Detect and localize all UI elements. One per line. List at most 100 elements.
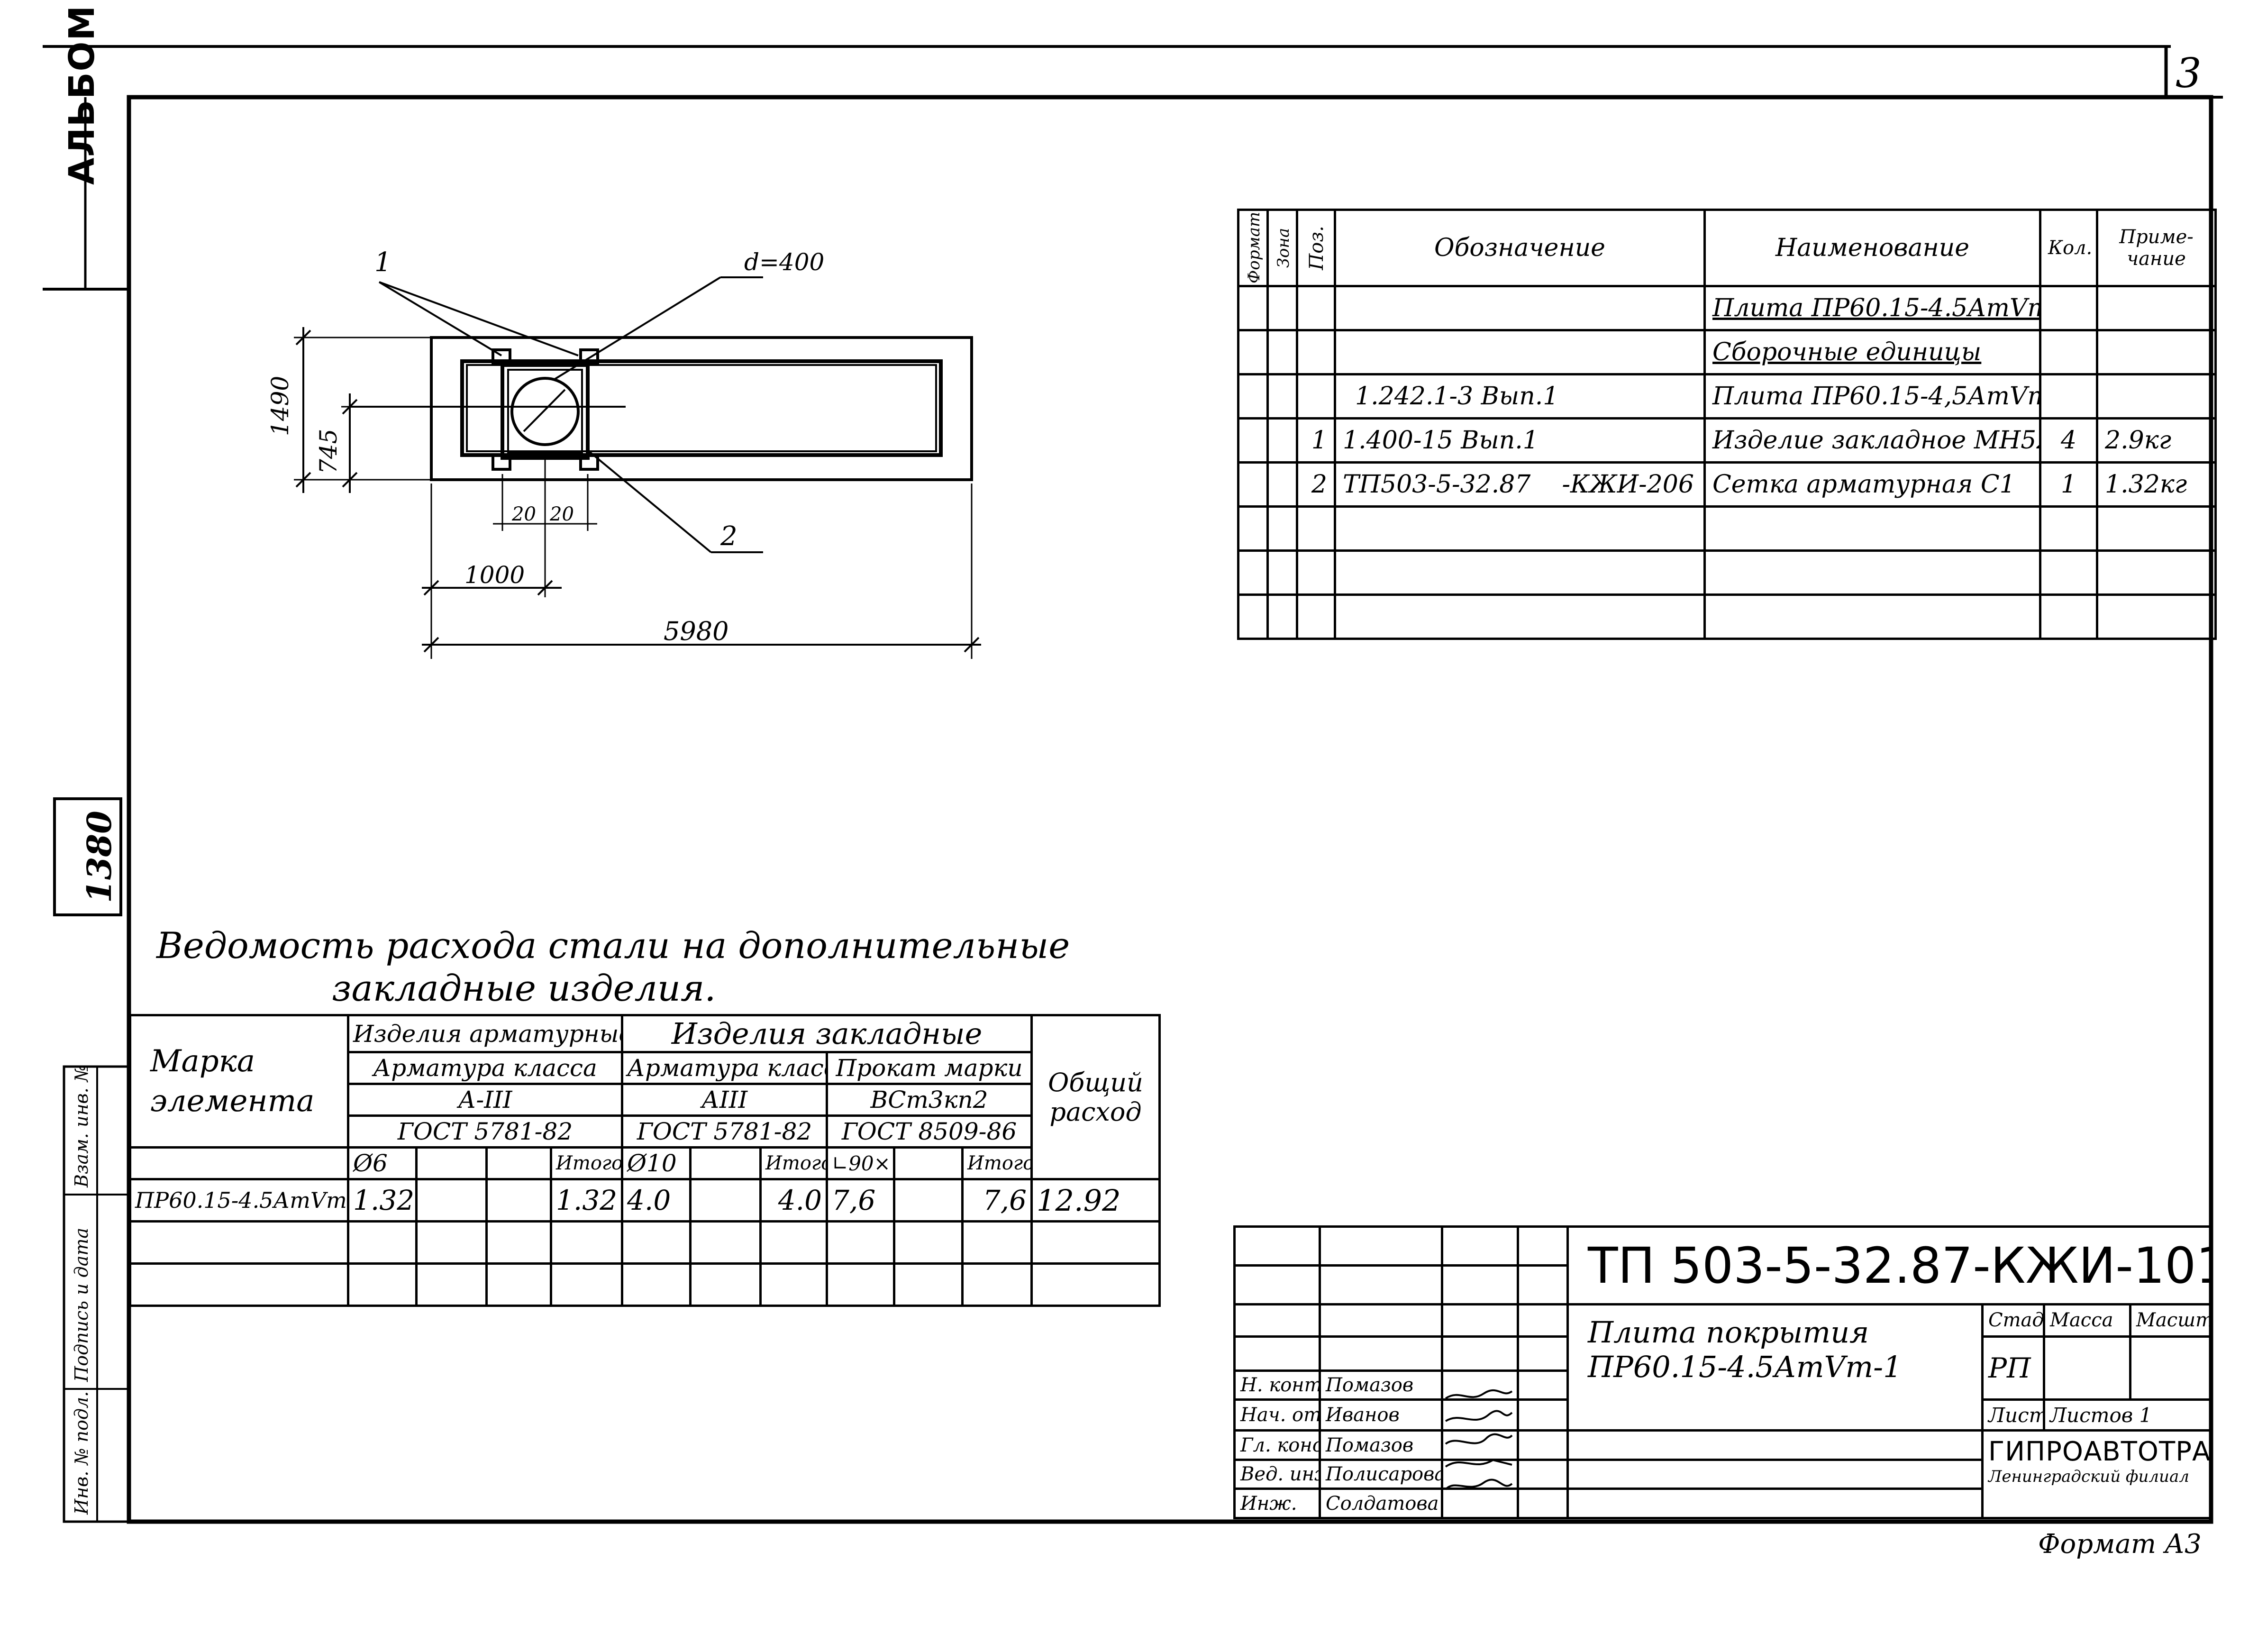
inventory-number: 1380 xyxy=(80,811,119,903)
steel-header-gost-3: ГОСТ 8509-86 xyxy=(826,1114,1033,1149)
spec-header-zone: Зона xyxy=(1266,209,1298,287)
steel-header-class-2: Арматура класса xyxy=(621,1051,829,1085)
slab-outline xyxy=(430,336,973,481)
steel-cell xyxy=(415,1178,488,1223)
organization-branch: Ленинградский филиал xyxy=(1988,1467,2189,1487)
drawing-title-2: ПР60.15-4.5АтⅤт-1 xyxy=(1588,1350,1902,1384)
stamp-role: Гл. констр. xyxy=(1233,1429,1321,1461)
steel-header-mark: Марка элемента xyxy=(129,1014,349,1149)
spec-cell-name: Сборочные единицы xyxy=(1703,329,2041,375)
stamp-name: Иванов xyxy=(1319,1398,1443,1432)
steel-cell: 7,6 xyxy=(961,1178,1033,1223)
spec-row: Плита ПР60.15-4.5АтⅤт-1 xyxy=(1237,285,2217,331)
leader-label-2: 2 xyxy=(720,521,737,552)
sheet-label: Лист 1 xyxy=(1981,1398,2045,1432)
stamp-name: Помазов xyxy=(1319,1429,1443,1461)
stamp-name: Солдатова xyxy=(1319,1488,1443,1519)
spec-cell-qty xyxy=(2039,373,2098,420)
drawing-code: ТП 503-5-32.87-КЖИ-101 xyxy=(1566,1225,2212,1305)
embedded-plate-1 xyxy=(492,348,511,365)
spec-header-note: Приме-чание xyxy=(2096,209,2217,287)
side-stamp-label-2: Подпись и дата xyxy=(71,1227,92,1382)
steel-data-row: ПР60.15-4.5АтⅤт-1 1.32 1.32 4.0 4.0 7,6 … xyxy=(129,1178,1161,1223)
mass-label: Масса xyxy=(2043,1303,2131,1338)
dim-1000: 1000 xyxy=(464,561,525,589)
spec-row xyxy=(1237,549,2217,596)
spec-cell-qty: 4 xyxy=(2039,417,2098,464)
stamp-name: Помазов xyxy=(1319,1369,1443,1401)
spec-cell-note: 1.32кг xyxy=(2096,461,2217,508)
steel-sub-header: Итого xyxy=(759,1146,829,1180)
steel-cell: 4.0 xyxy=(759,1178,829,1223)
spec-row: 1 1.400-15 Вып.1 Изделие закладное МН526… xyxy=(1237,417,2217,464)
steel-cell: 7,6 xyxy=(826,1178,896,1223)
organization-name: ГИПРОАВТОТРАНС xyxy=(1988,1436,2211,1468)
spec-cell-note xyxy=(2096,373,2217,420)
spec-cell-note xyxy=(2096,285,2217,331)
title-block: ТП 503-5-32.87-КЖИ-101 Плита покрытия ПР… xyxy=(1233,1225,2212,1519)
steel-sub-header: Ø10 xyxy=(621,1146,692,1180)
steel-sub-header xyxy=(893,1146,964,1180)
spec-cell-name: Плита ПР60.15-4,5АтⅤт xyxy=(1703,373,2041,420)
slab-inner-outline xyxy=(460,359,943,457)
spec-cell-designation: ТП503-5-32.87 -КЖИ-206 xyxy=(1334,461,1706,508)
steel-sub-header xyxy=(485,1146,552,1180)
spec-row: 2 ТП503-5-32.87 -КЖИ-206 Сетка арматурна… xyxy=(1237,461,2217,508)
steel-sub-header: Ø6 xyxy=(347,1146,418,1180)
opening-circle xyxy=(510,377,580,446)
steel-header-class-1: Арматура класса xyxy=(346,1051,624,1085)
spec-cell-note xyxy=(2096,329,2217,375)
spec-row: Сборочные единицы xyxy=(1237,329,2217,375)
dim-1490: 1490 xyxy=(266,376,294,436)
spec-cell-designation xyxy=(1334,285,1706,331)
spec-cell-pos: 1 xyxy=(1296,417,1336,464)
spec-header-format: Формат xyxy=(1237,209,1269,287)
steel-cell xyxy=(893,1178,964,1223)
stamp-role: Инж. xyxy=(1233,1488,1321,1519)
spec-cell-pos: 2 xyxy=(1296,461,1336,508)
signatures xyxy=(1445,1389,1513,1490)
sheet-number: 3 xyxy=(2176,50,2202,97)
steel-statement-title-1: Ведомость расхода стали на дополнительны… xyxy=(156,924,1070,967)
mesh-frame xyxy=(501,363,590,460)
steel-header-grade-3: ВСт3кп2 xyxy=(826,1083,1033,1117)
dim-20-a: 20 xyxy=(511,503,536,525)
steel-sub-header xyxy=(689,1146,762,1180)
side-stamp-label-1: Инв. № подл. xyxy=(71,1391,92,1515)
steel-statement-title-2: закладные изделия. xyxy=(332,967,716,1009)
spec-cell-name: Плита ПР60.15-4.5АтⅤт-1 xyxy=(1703,285,2041,331)
embedded-plate-2 xyxy=(579,348,599,365)
steel-cell: 4.0 xyxy=(621,1178,692,1223)
spec-row xyxy=(1237,593,2217,640)
embedded-plate-3 xyxy=(492,454,511,471)
spec-row: 1.242.1-3 Вып.1 Плита ПР60.15-4,5АтⅤт xyxy=(1237,373,2217,420)
spec-cell-name: Изделие закладное МН526 xyxy=(1703,417,2041,464)
spec-header-qty: Кол. xyxy=(2039,209,2098,287)
steel-sub-header: ∟90×7 xyxy=(826,1146,896,1180)
steel-cell-mark: ПР60.15-4.5АтⅤт-1 xyxy=(129,1178,349,1223)
steel-header-grade-1: А-III xyxy=(346,1083,624,1117)
spec-cell-name: Сетка арматурная С1 xyxy=(1703,461,2041,508)
dim-745: 745 xyxy=(315,429,342,474)
specification-table: Формат Зона Поз. Обозначение Наименовани… xyxy=(1237,209,2217,640)
dim-20-b: 20 xyxy=(549,503,574,525)
steel-header-total: Общий расход xyxy=(1030,1014,1161,1180)
steel-header-grade-2: АIII xyxy=(621,1083,829,1117)
spec-cell-pos xyxy=(1296,373,1336,420)
steel-header-class-3: Прокат марки xyxy=(826,1051,1033,1085)
spec-header-name: Наименование xyxy=(1703,209,2041,287)
spec-cell-designation: 1.242.1-3 Вып.1 xyxy=(1334,373,1706,420)
spec-header-row: Формат Зона Поз. Обозначение Наименовани… xyxy=(1237,209,2217,287)
spec-header-designation: Обозначение xyxy=(1334,209,1706,287)
spec-cell-qty xyxy=(2039,285,2098,331)
spec-cell-pos xyxy=(1296,285,1336,331)
scale-label: Масштаб xyxy=(2129,1303,2212,1338)
steel-header-group-rebar: Изделия арматурные xyxy=(346,1014,624,1053)
embedded-plate-4 xyxy=(579,454,599,471)
spec-cell-pos xyxy=(1296,329,1336,375)
stamp-role: Н. контр. xyxy=(1233,1369,1321,1401)
diameter-label: d=400 xyxy=(744,248,824,276)
steel-sub-header: Итого xyxy=(961,1146,1033,1180)
leader-label-1: 1 xyxy=(374,247,391,278)
steel-cell-total: 12.92 xyxy=(1030,1178,1161,1223)
